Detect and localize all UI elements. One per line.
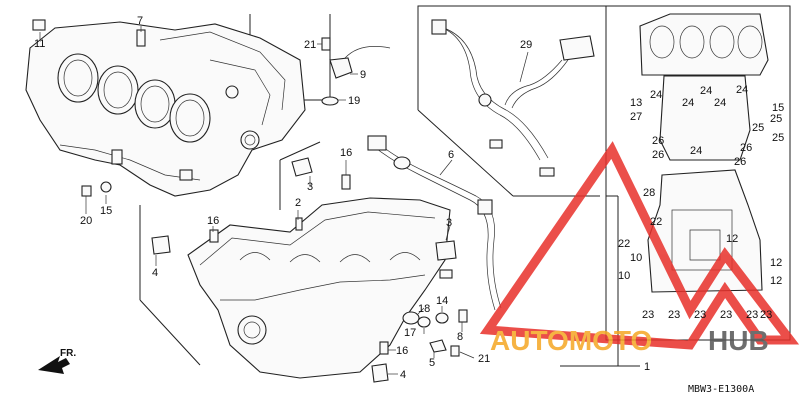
callout-20: 20 — [80, 215, 92, 227]
callout-3a: 3 — [307, 181, 313, 193]
callout-29: 29 — [520, 39, 532, 51]
inset-callout-24d: 24 — [682, 97, 694, 109]
inset-callout-23d: 23 — [720, 309, 732, 321]
watermark-word2: HUB — [708, 325, 769, 356]
callouts-inset: 24 24 24 13 24 24 15 27 25 25 25 26 26 2… — [618, 84, 784, 321]
callout-8: 8 — [457, 331, 463, 343]
inset-callout-10a: 10 — [630, 252, 642, 264]
leader-lines — [39, 26, 529, 375]
inset-callout-13: 13 — [630, 97, 642, 109]
callout-4a: 4 — [152, 267, 158, 279]
inset-view — [639, 13, 769, 293]
inset-callout-26d: 26 — [734, 156, 746, 168]
front-label: FR. — [60, 348, 76, 359]
inset-callout-25c: 25 — [772, 132, 784, 144]
inset-callout-23c: 23 — [694, 309, 706, 321]
inset-callout-24b: 24 — [700, 85, 712, 97]
inset-callout-28: 28 — [643, 187, 655, 199]
inset-callout-23a: 23 — [642, 309, 654, 321]
callout-3b: 3 — [446, 217, 452, 229]
wiring-harness — [367, 19, 595, 311]
callout-1: 1 — [644, 361, 650, 373]
watermark-auto: AUTOMOTO — [490, 325, 652, 356]
callout-9: 9 — [360, 69, 366, 81]
diagram-code: MBW3-E1300A — [688, 384, 754, 395]
inset-callout-26a: 26 — [652, 135, 664, 147]
inset-callout-24f: 24 — [690, 145, 702, 157]
callout-7: 7 — [137, 15, 143, 27]
callout-16c: 16 — [396, 345, 408, 357]
callout-6: 6 — [448, 149, 454, 161]
callouts-main: 11 7 21 9 19 29 16 6 3 2 16 3 20 15 4 18… — [34, 15, 650, 381]
inset-callout-22a: 22 — [650, 216, 662, 228]
callout-17: 17 — [404, 327, 416, 339]
callout-16a: 16 — [340, 147, 352, 159]
watermark-word1: AUTOMOTO — [490, 325, 652, 356]
callout-2: 2 — [295, 197, 301, 209]
watermark: AUTOMOTO HUB — [479, 141, 800, 356]
inset-callout-12a: 12 — [726, 233, 738, 245]
callout-14: 14 — [436, 295, 448, 307]
inset-callout-23f: 23 — [760, 309, 772, 321]
inset-callout-25b: 25 — [752, 122, 764, 134]
callout-5: 5 — [429, 357, 435, 369]
upper-crankcase — [25, 21, 306, 197]
inset-callout-12b: 12 — [770, 257, 782, 269]
inset-callout-23e: 23 — [746, 309, 758, 321]
callout-21b: 21 — [478, 353, 490, 365]
inset-callout-15: 15 — [772, 102, 784, 114]
inset-callout-26b: 26 — [652, 149, 664, 161]
inset-callout-25a: 25 — [770, 113, 782, 125]
arrow-icon — [38, 356, 70, 374]
callout-16b: 16 — [207, 215, 219, 227]
inset-callout-12c: 12 — [770, 275, 782, 287]
callout-11: 11 — [34, 38, 45, 50]
inset-callout-24e: 24 — [714, 97, 726, 109]
callout-21: 21 — [304, 39, 316, 51]
callout-19: 19 — [348, 95, 360, 107]
inset-callout-27: 27 — [630, 111, 642, 123]
callout-4b: 4 — [400, 369, 406, 381]
inset-callout-24c: 24 — [736, 84, 748, 96]
inset-callout-26c: 26 — [740, 142, 752, 154]
watermark-logo-mark — [479, 141, 800, 350]
lower-crankcase — [187, 174, 451, 379]
front-direction: FR. — [38, 348, 76, 374]
small-parts — [32, 19, 468, 383]
inset-callout-10b: 10 — [618, 270, 630, 282]
inset-callout-22b: 22 — [618, 238, 630, 250]
inset-callout-24a: 24 — [650, 89, 662, 101]
callout-15: 15 — [100, 205, 112, 217]
callout-18: 18 — [418, 303, 430, 315]
inset-callout-23b: 23 — [668, 309, 680, 321]
